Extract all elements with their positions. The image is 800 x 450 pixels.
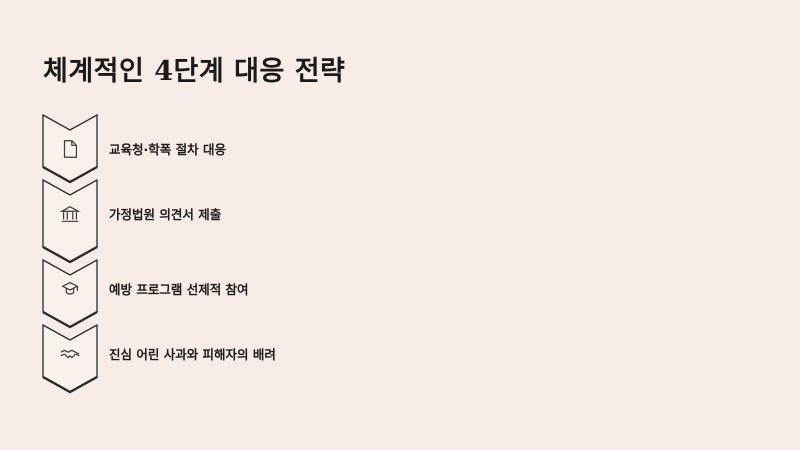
step-1-label: 교육청·학폭 절차 대응 bbox=[109, 142, 226, 157]
step-4: 진심 어린 사과와 피해자의 배려 bbox=[41, 335, 441, 375]
chevron-4 bbox=[42, 323, 98, 394]
step-3: 예방 프로그램 선제적 참여 bbox=[41, 270, 441, 310]
step-4-label: 진심 어린 사과와 피해자의 배려 bbox=[109, 347, 276, 362]
document-icon bbox=[57, 136, 83, 162]
step-2-label: 가정법원 의견서 제출 bbox=[109, 207, 222, 222]
strategy-steps: 교육청·학폭 절차 대응 가정법원 의견서 제출 예방 프로그램 선제적 참여 … bbox=[41, 110, 441, 400]
courthouse-icon bbox=[57, 201, 83, 227]
step-3-label: 예방 프로그램 선제적 참여 bbox=[109, 282, 249, 297]
chevron-1 bbox=[42, 113, 98, 184]
handshake-icon bbox=[57, 341, 83, 367]
graduation-cap-icon bbox=[57, 276, 83, 302]
chevron-stack bbox=[42, 113, 98, 394]
step-1: 교육청·학폭 절차 대응 bbox=[41, 130, 441, 170]
page-title: 체계적인 4단계 대응 전략 bbox=[43, 56, 346, 87]
step-2: 가정법원 의견서 제출 bbox=[41, 195, 441, 235]
